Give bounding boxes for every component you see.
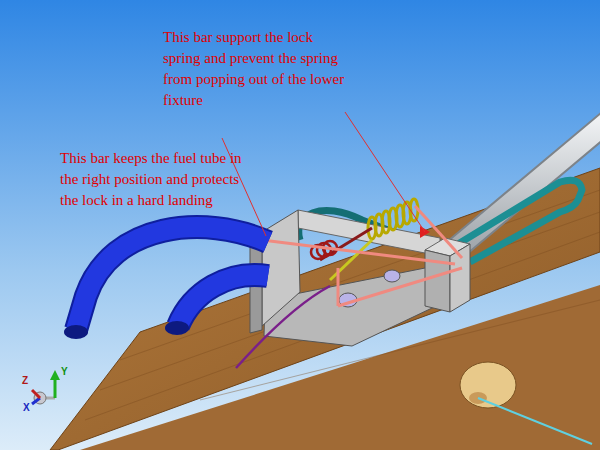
purple-wire bbox=[236, 286, 330, 368]
leader-line bbox=[345, 112, 425, 232]
guard-bar bbox=[337, 268, 340, 306]
tube-end bbox=[64, 325, 88, 339]
lock-spring bbox=[368, 199, 418, 239]
fuel-tube-shadow bbox=[76, 227, 268, 330]
tube-end bbox=[165, 321, 189, 335]
pin bbox=[384, 270, 400, 282]
fuel-tube bbox=[178, 275, 268, 326]
plank-top bbox=[50, 168, 600, 450]
annotation: This bar keeps the fuel tube in the righ… bbox=[60, 148, 250, 211]
guard-bar bbox=[262, 240, 455, 264]
housing-back bbox=[298, 210, 440, 256]
axis-letter: Z bbox=[22, 375, 34, 386]
axis-letter: X bbox=[23, 402, 35, 413]
axis-z bbox=[32, 390, 40, 398]
fuel-tube bbox=[76, 227, 268, 330]
cable bbox=[478, 398, 592, 444]
annotation: This bar support the lock spring and pre… bbox=[163, 27, 353, 111]
guard-bar bbox=[338, 268, 462, 306]
fuel-tube-shadow bbox=[178, 275, 268, 326]
axis-letter: Y bbox=[61, 366, 73, 377]
spring-bar bbox=[415, 206, 462, 258]
axis-y bbox=[54, 378, 57, 398]
axis-y-head bbox=[50, 370, 60, 380]
